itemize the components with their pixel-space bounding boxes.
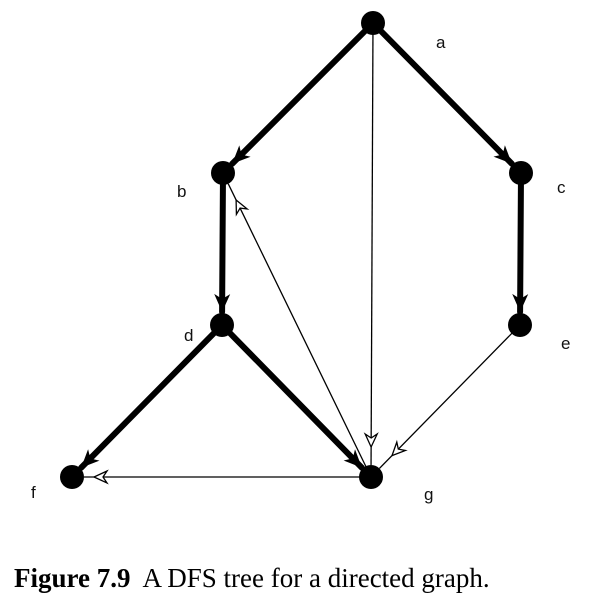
node-c	[509, 161, 533, 185]
arrowhead-icon	[512, 293, 529, 312]
figure-caption-text: A DFS tree for a directed graph.	[142, 563, 490, 593]
open-arrowhead-icon	[390, 439, 408, 457]
tree-edges	[78, 20, 529, 471]
tree-edge-b-d	[214, 170, 231, 316]
node-label-c: c	[557, 178, 566, 197]
arrowhead-icon	[343, 449, 362, 468]
node-e	[508, 313, 532, 337]
node-b	[211, 161, 235, 185]
non-tree-edges	[84, 22, 521, 485]
tree-edge-d-f	[78, 322, 225, 471]
node-g	[359, 465, 383, 489]
node-label-g: g	[424, 485, 433, 504]
node-label-f: f	[31, 483, 36, 502]
node-label-e: e	[561, 334, 570, 353]
arrowhead-icon	[214, 293, 231, 312]
node-label-b: b	[177, 182, 186, 201]
arrowhead-icon	[493, 145, 512, 164]
non-tree-edge-a-g	[363, 22, 379, 466]
node-f	[60, 465, 84, 489]
non-tree-edge-e-g	[378, 324, 521, 469]
node-a	[361, 11, 385, 35]
tree-edge-c-e	[512, 170, 529, 316]
tree-edge-d-g	[219, 322, 365, 471]
figure-caption: Figure 7.9 A DFS tree for a directed grap…	[14, 563, 604, 593]
node-label-d: d	[184, 326, 193, 345]
tree-edge-a-b	[229, 20, 376, 167]
node-label-a: a	[436, 33, 446, 52]
open-arrowhead-icon	[363, 432, 379, 449]
arrowhead-icon	[232, 145, 251, 164]
graph-nodes	[60, 11, 533, 489]
node-d	[210, 313, 234, 337]
non-tree-edge-g-b	[227, 183, 372, 478]
tree-edge-a-c	[370, 20, 515, 167]
figure-caption-label: Figure 7.9	[14, 563, 131, 593]
open-arrowhead-icon	[92, 469, 109, 485]
arrowhead-icon	[81, 449, 100, 468]
non-tree-edge-g-f	[84, 469, 371, 485]
node-labels: a b c d e f g	[31, 33, 570, 504]
open-arrowhead-icon	[235, 198, 250, 217]
